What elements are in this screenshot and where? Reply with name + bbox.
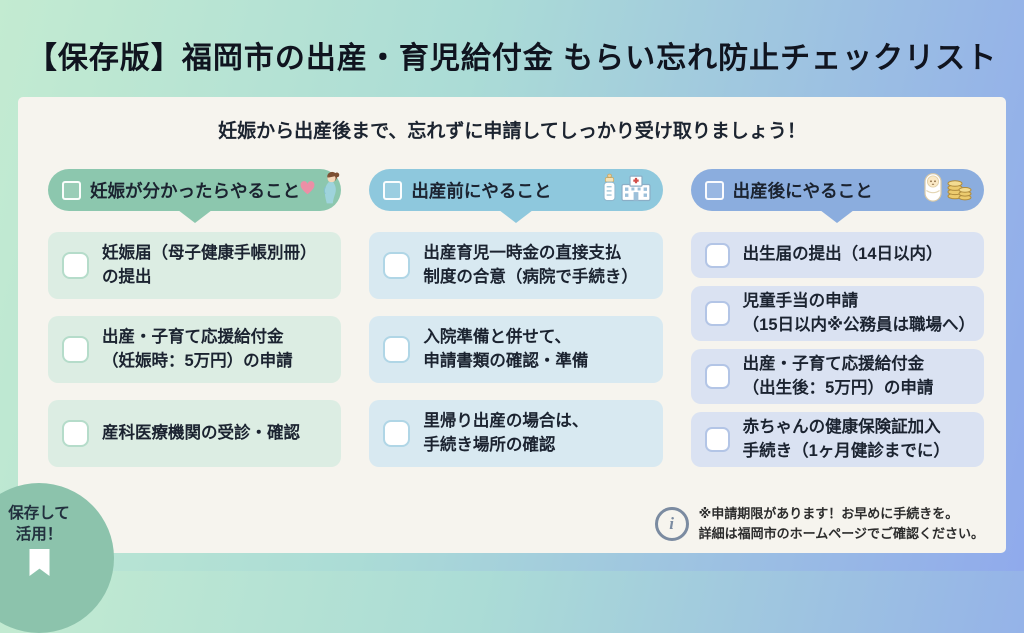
pregnant-woman-icon [318,171,343,209]
item-checkbox[interactable] [704,242,730,268]
column-after-birth-icons [922,172,972,208]
item-checkbox[interactable] [62,420,89,447]
item-label: 里帰り出産の場合は、 手続き場所の確認 [423,412,589,454]
checklist-item: 里帰り出産の場合は、 手続き場所の確認 [369,400,663,467]
column-after-birth-title: 出産後にやること [732,180,873,201]
column-before-birth-title: 出産前にやること [411,180,552,201]
column-before-birth: 出産前にやること [369,169,663,467]
item-label: 赤ちゃんの健康保険証加入 手続き（1ヶ月健診までに） [742,418,950,460]
checklist-item: 赤ちゃんの健康保険証加入 手続き（1ヶ月健診までに） [690,412,984,467]
column-pregnancy-checkbox[interactable] [62,180,81,200]
subtitle: 妊娠から出産後まで、忘れずに申請してしっかり受け取りましょう！ [218,121,806,142]
column-pregnancy-header: 妊娠が分かったらやること [48,169,343,211]
item-checkbox[interactable] [704,364,730,389]
column-pregnancy-icons [300,171,343,209]
columns: 妊娠が分かったらやること 妊娠届（母子健康手帳別冊） [48,169,984,467]
item-checkbox[interactable] [383,420,411,447]
footer-note: i ※申請期限があります！お早めに手続きを。 詳細は福岡市のホームページでご確認… [654,504,984,544]
checklist-item: 出産育児一時金の直接支払 制度の合意（病院で手続き） [369,232,663,299]
checklist-item: 児童手当の申請 （15日以内※公務員は職場へ） [690,286,984,341]
bookmark-icon [28,548,51,582]
column-before-birth-header: 出産前にやること [369,169,663,211]
page-title: 【保存版】福岡市の出産・育児給付金 もらい忘れ防止チェックリスト [26,42,998,75]
item-label: 児童手当の申請 （15日以内※公務員は職場へ） [742,292,976,334]
note-text: ※申請期限があります！お早めに手続きを。 詳細は福岡市のホームページでご確認くだ… [698,505,984,541]
checklist-item: 出産・子育て応援給付金 （妊娠時：5万円）の申請 [48,316,342,383]
before-birth-items: 出産育児一時金の直接支払 制度の合意（病院で手続き） 入院準備と併せて、 申請書… [369,232,663,467]
checklist-item: 出産・子育て応援給付金 （出生後：5万円）の申請 [690,349,984,404]
baby-bottle-icon [601,173,618,207]
column-pregnancy: 妊娠が分かったらやること 妊娠届（母子健康手帳別冊） [48,169,343,467]
badge-label: 保存して 活用！ [8,505,70,543]
column-after-birth: 出産後にやること [690,169,984,467]
coins-icon [947,173,972,207]
checklist-item: 入院準備と併せて、 申請書類の確認・準備 [369,316,663,383]
item-label: 出産・子育て応援給付金 （出生後：5万円）の申請 [742,355,934,397]
item-checkbox[interactable] [704,301,730,326]
item-label: 出産育児一時金の直接支払 制度の合意（病院で手続き） [423,244,638,286]
column-pregnancy-title: 妊娠が分かったらやること [90,180,300,201]
checklist-card: 妊娠から出産後まで、忘れずに申請してしっかり受け取りましょう！ 妊娠が分かったら… [18,97,1006,553]
item-checkbox[interactable] [704,427,730,452]
column-after-birth-checkbox[interactable] [704,180,724,200]
item-checkbox[interactable] [62,336,89,363]
item-label: 産科医療機関の受診・確認 [102,423,300,442]
checklist-item: 妊娠届（母子健康手帳別冊） の提出 [48,232,342,299]
item-label: 出生届の提出（14日以内） [742,245,943,264]
item-checkbox[interactable] [383,336,411,363]
column-before-birth-icons [601,173,651,207]
checklist-item: 産科医療機関の受診・確認 [48,400,342,467]
swaddled-baby-icon [922,172,944,208]
item-checkbox[interactable] [62,252,89,279]
checklist-item: 出生届の提出（14日以内） [690,232,984,278]
item-checkbox[interactable] [383,252,411,279]
column-after-birth-header: 出産後にやること [690,169,984,211]
hospital-icon [621,174,651,207]
after-birth-items: 出生届の提出（14日以内） 児童手当の申請 （15日以内※公務員は職場へ） 出産… [690,232,984,467]
pregnancy-items: 妊娠届（母子健康手帳別冊） の提出 出産・子育て応援給付金 （妊娠時：5万円）の… [48,232,342,467]
item-label: 入院準備と併せて、 申請書類の確認・準備 [423,328,589,370]
column-before-birth-checkbox[interactable] [383,180,403,200]
heart-icon [300,180,315,200]
info-icon: i [654,506,689,541]
item-label: 妊娠届（母子健康手帳別冊） の提出 [102,244,317,286]
item-label: 出産・子育て応援給付金 （妊娠時：5万円）の申請 [102,328,293,370]
